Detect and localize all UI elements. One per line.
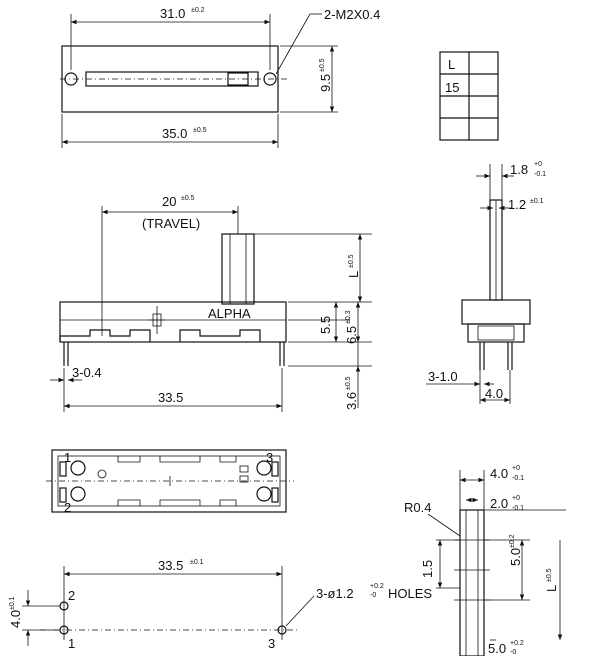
travel-value: 20 bbox=[162, 194, 176, 209]
pcb-vertical-label: 4.0 bbox=[8, 610, 23, 628]
knob-L-label: L bbox=[544, 585, 559, 592]
knob-5-0-bottom-label: 5.0 bbox=[488, 641, 506, 656]
length-label: 33.5 bbox=[158, 390, 183, 405]
length-table: L 15 bbox=[439, 51, 499, 141]
knob-4-0-tol-top: +0 bbox=[512, 465, 520, 472]
knob-detail: 4.0 +0 -0.1 2.0 +0 -0.1 R0.4 1.5 5.0 ±0.… bbox=[404, 465, 566, 656]
dim-35-label: 35.0 bbox=[162, 126, 187, 141]
pin-height-tol: ±0.5 bbox=[345, 376, 352, 390]
knob-5-0-label: 5.0 bbox=[508, 548, 523, 566]
holes-note-post: HOLES bbox=[388, 586, 432, 601]
dim-4-0-end-label: 4.0 bbox=[485, 386, 503, 401]
pcb-layout: 33.5 ±0.1 2 1 3 4.0 ±0.1 3-ø1.2 +0.2 -0 … bbox=[8, 558, 432, 651]
bottom-pin-3: 3 bbox=[266, 450, 273, 465]
end-pins-note: 3-1.0 bbox=[428, 369, 458, 384]
L-label: L bbox=[346, 271, 361, 278]
dim-5-5-label: 5.5 bbox=[318, 316, 333, 334]
pins-note: 3-0.4 bbox=[72, 365, 102, 380]
pin-height-label: 3.6 bbox=[344, 392, 359, 410]
travel-tol: ±0.5 bbox=[181, 195, 195, 202]
screw-note: 2-M2X0.4 bbox=[324, 7, 380, 22]
holes-tol-top: +0.2 bbox=[370, 583, 384, 590]
knob bbox=[221, 233, 255, 305]
bottom-view: 1 2 3 bbox=[46, 449, 294, 515]
dim-35-tol: ±0.5 bbox=[193, 127, 207, 134]
dim-1-8-tol-bottom: -0.1 bbox=[534, 171, 546, 178]
dim-31-tol: ±0.2 bbox=[191, 7, 205, 14]
bottom-pin-2: 2 bbox=[64, 500, 71, 515]
brand-label: ALPHA bbox=[208, 306, 251, 321]
knob-radius-label: R0.4 bbox=[404, 500, 431, 515]
L-tol: ±0.5 bbox=[348, 254, 355, 268]
dim-1-8-tol-top: +0 bbox=[534, 161, 542, 168]
dim-1-2-label: 1.2 bbox=[508, 197, 526, 212]
knob-2-0-tol-bottom: -0.1 bbox=[512, 505, 524, 512]
table-cell-15: 15 bbox=[445, 80, 459, 95]
pcb-pin-3: 3 bbox=[268, 636, 275, 651]
knob-detail-body bbox=[459, 509, 485, 656]
side-body bbox=[59, 301, 287, 343]
holes-tol-bottom: -0 bbox=[370, 592, 376, 599]
holes-note-pre: 3-ø1.2 bbox=[316, 586, 354, 601]
bottom-pin-1: 1 bbox=[64, 450, 71, 465]
knob-L-tol: ±0.5 bbox=[546, 568, 553, 582]
pcb-vertical-tol: ±0.1 bbox=[9, 596, 16, 610]
pcb-spacing-tol: ±0.1 bbox=[190, 559, 204, 566]
table-cell-L: L bbox=[448, 57, 455, 72]
knob-4-0-label: 4.0 bbox=[490, 466, 508, 481]
dim-1-2-tol: ±0.1 bbox=[530, 198, 544, 205]
knob-5-0-bottom-tol-top: +0.2 bbox=[510, 640, 524, 647]
dim-31-label: 31.0 bbox=[160, 6, 185, 21]
knob-2-0-label: 2.0 bbox=[490, 496, 508, 511]
knob-2-0-tol-top: +0 bbox=[512, 495, 520, 502]
knob-5-0-bottom-tol-bottom: -0 bbox=[510, 649, 516, 656]
pcb-pin-2: 2 bbox=[68, 588, 75, 603]
dim-1-8-label: 1.8 bbox=[510, 162, 528, 177]
slider-tab bbox=[227, 72, 249, 86]
pcb-pin-1: 1 bbox=[68, 636, 75, 651]
knob-1-5-label: 1.5 bbox=[420, 560, 435, 578]
top-view: 31.0 ±0.2 2-M2X0.4 9.5 ±0.5 35.0 ±0.5 bbox=[60, 6, 380, 148]
pcb-spacing-label: 33.5 bbox=[158, 558, 183, 573]
knob-5-0-tol: ±0.2 bbox=[509, 534, 516, 548]
knob-4-0-tol-bottom: -0.1 bbox=[512, 475, 524, 482]
end-view: 1.8 +0 -0.1 1.2 ±0.1 3-1.0 4.0 bbox=[426, 161, 546, 404]
pcb-hole-3 bbox=[277, 625, 287, 635]
dim-9-5-tol: ±0.5 bbox=[319, 58, 326, 72]
dim-9-5-label: 9.5 bbox=[318, 74, 333, 92]
dim-6-5-tol: ±0.3 bbox=[345, 310, 352, 324]
dim-6-5-label: 6.5 bbox=[344, 326, 359, 344]
travel-label: (TRAVEL) bbox=[142, 216, 200, 231]
side-view: ALPHA 20 ±0.5 (TRAVEL) L ±0.5 5.5 6.5 ±0… bbox=[50, 194, 372, 412]
